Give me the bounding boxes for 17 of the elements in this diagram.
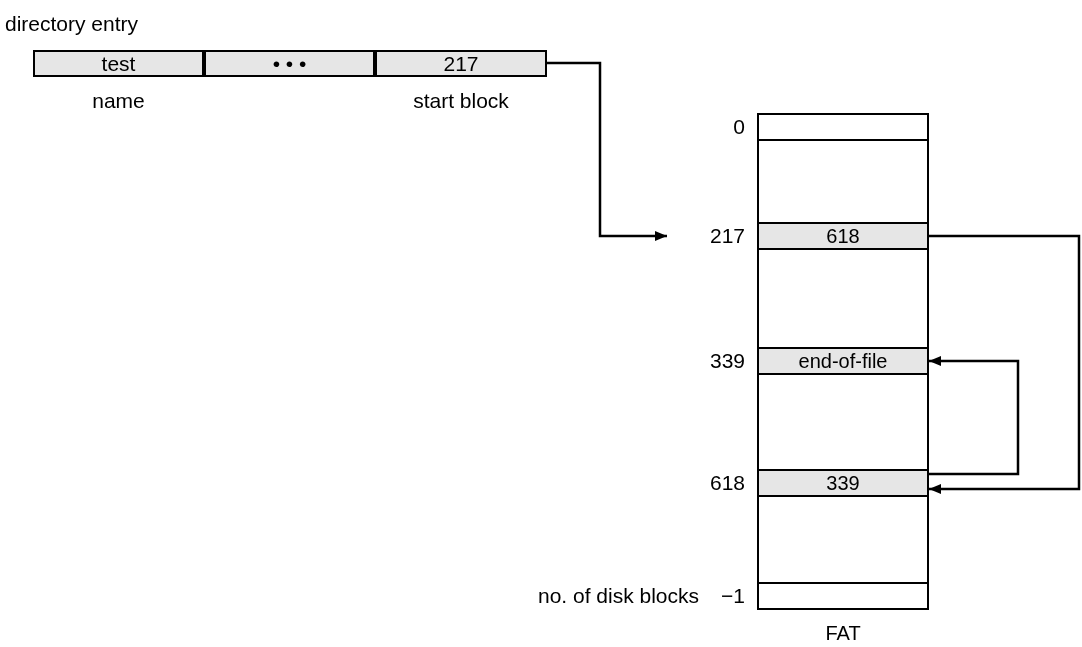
record-field: • • • bbox=[204, 50, 375, 77]
block-number: 618 bbox=[709, 470, 745, 497]
field-label: start block bbox=[413, 88, 509, 114]
fat-entry: 618 bbox=[757, 222, 929, 250]
record-heading: directory entry bbox=[5, 11, 139, 37]
block-number: 217 bbox=[709, 223, 745, 250]
block-number: 339 bbox=[709, 348, 745, 375]
arrow bbox=[929, 356, 1020, 476]
table-caption: FAT bbox=[824, 621, 862, 646]
arrow bbox=[929, 234, 1081, 494]
block-number: no. of disk blocks bbox=[537, 583, 700, 610]
block-number: −1 bbox=[721, 583, 745, 610]
block-number: 0 bbox=[733, 114, 745, 141]
fat-entry: 339 bbox=[757, 469, 929, 497]
field-label: name bbox=[92, 88, 145, 114]
arrow bbox=[547, 61, 667, 241]
fat-entry: end-of-file bbox=[757, 347, 929, 375]
